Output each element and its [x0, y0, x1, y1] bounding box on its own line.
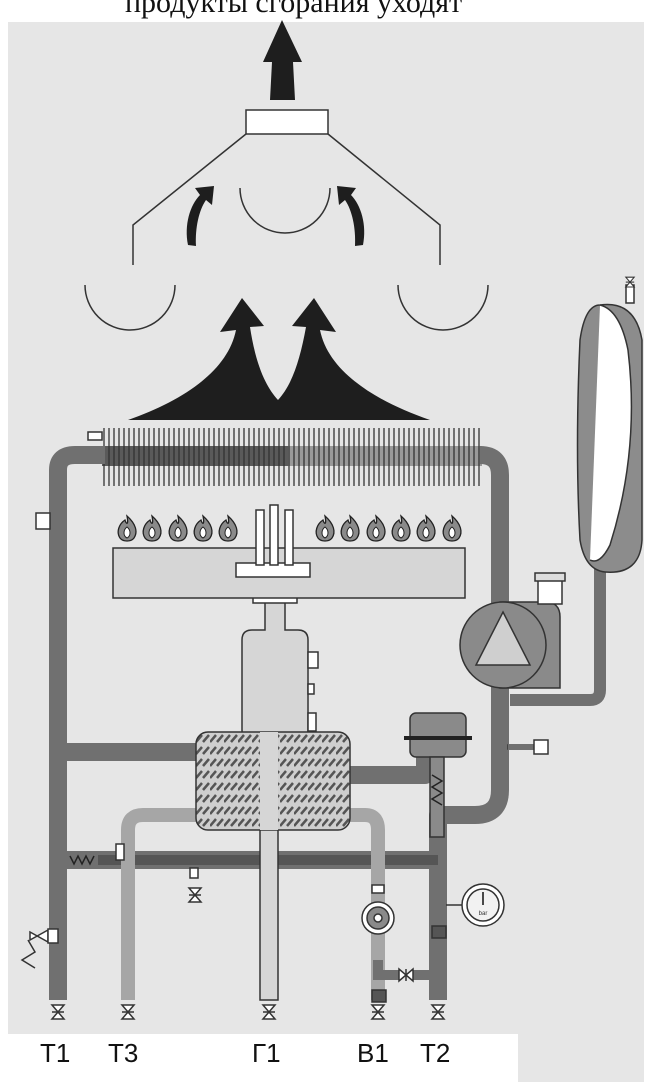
flow-meter	[361, 884, 395, 1003]
flue-hood	[84, 109, 489, 331]
port-label-g1: Г1	[252, 1038, 281, 1068]
port-label-b1: В1	[357, 1038, 389, 1068]
port-label-t1: Т1	[40, 1038, 71, 1068]
port-valve-t3-icon	[121, 1004, 135, 1020]
fill-valve-icon	[398, 968, 414, 982]
port-valve-g1-icon	[262, 1004, 276, 1020]
burner	[112, 504, 466, 599]
port-valve-b1-icon	[371, 1004, 385, 1020]
gauge-unit-label: bar	[479, 911, 488, 917]
port-label-t3: Т3	[108, 1038, 139, 1068]
safety-valve	[20, 431, 103, 969]
flue-gas-arrow-left-icon	[186, 186, 214, 246]
combustion-gas-arrows-icon	[128, 298, 430, 420]
primary-heat-exchanger	[102, 428, 482, 486]
exhaust-arrow-icon	[263, 20, 302, 100]
expansion-tank	[576, 284, 643, 573]
dhw-circuit-pipes	[121, 808, 385, 1000]
circulation-pump	[459, 572, 566, 689]
flow-sensor	[115, 843, 199, 879]
port-label-t2: Т2	[420, 1038, 451, 1068]
port-valve-t2-icon	[431, 1004, 445, 1020]
bypass-pipe	[373, 960, 438, 980]
clipped-header-text: продукты сгорания уходят	[125, 0, 463, 19]
port-valve-t1-icon	[51, 1004, 65, 1020]
secondary-heat-exchanger	[195, 731, 351, 831]
drain-valve-icon	[188, 887, 202, 903]
pressure-gauge: bar	[431, 883, 505, 939]
three-way-valve	[404, 712, 549, 838]
flue-gas-arrow-right-icon	[337, 186, 365, 246]
